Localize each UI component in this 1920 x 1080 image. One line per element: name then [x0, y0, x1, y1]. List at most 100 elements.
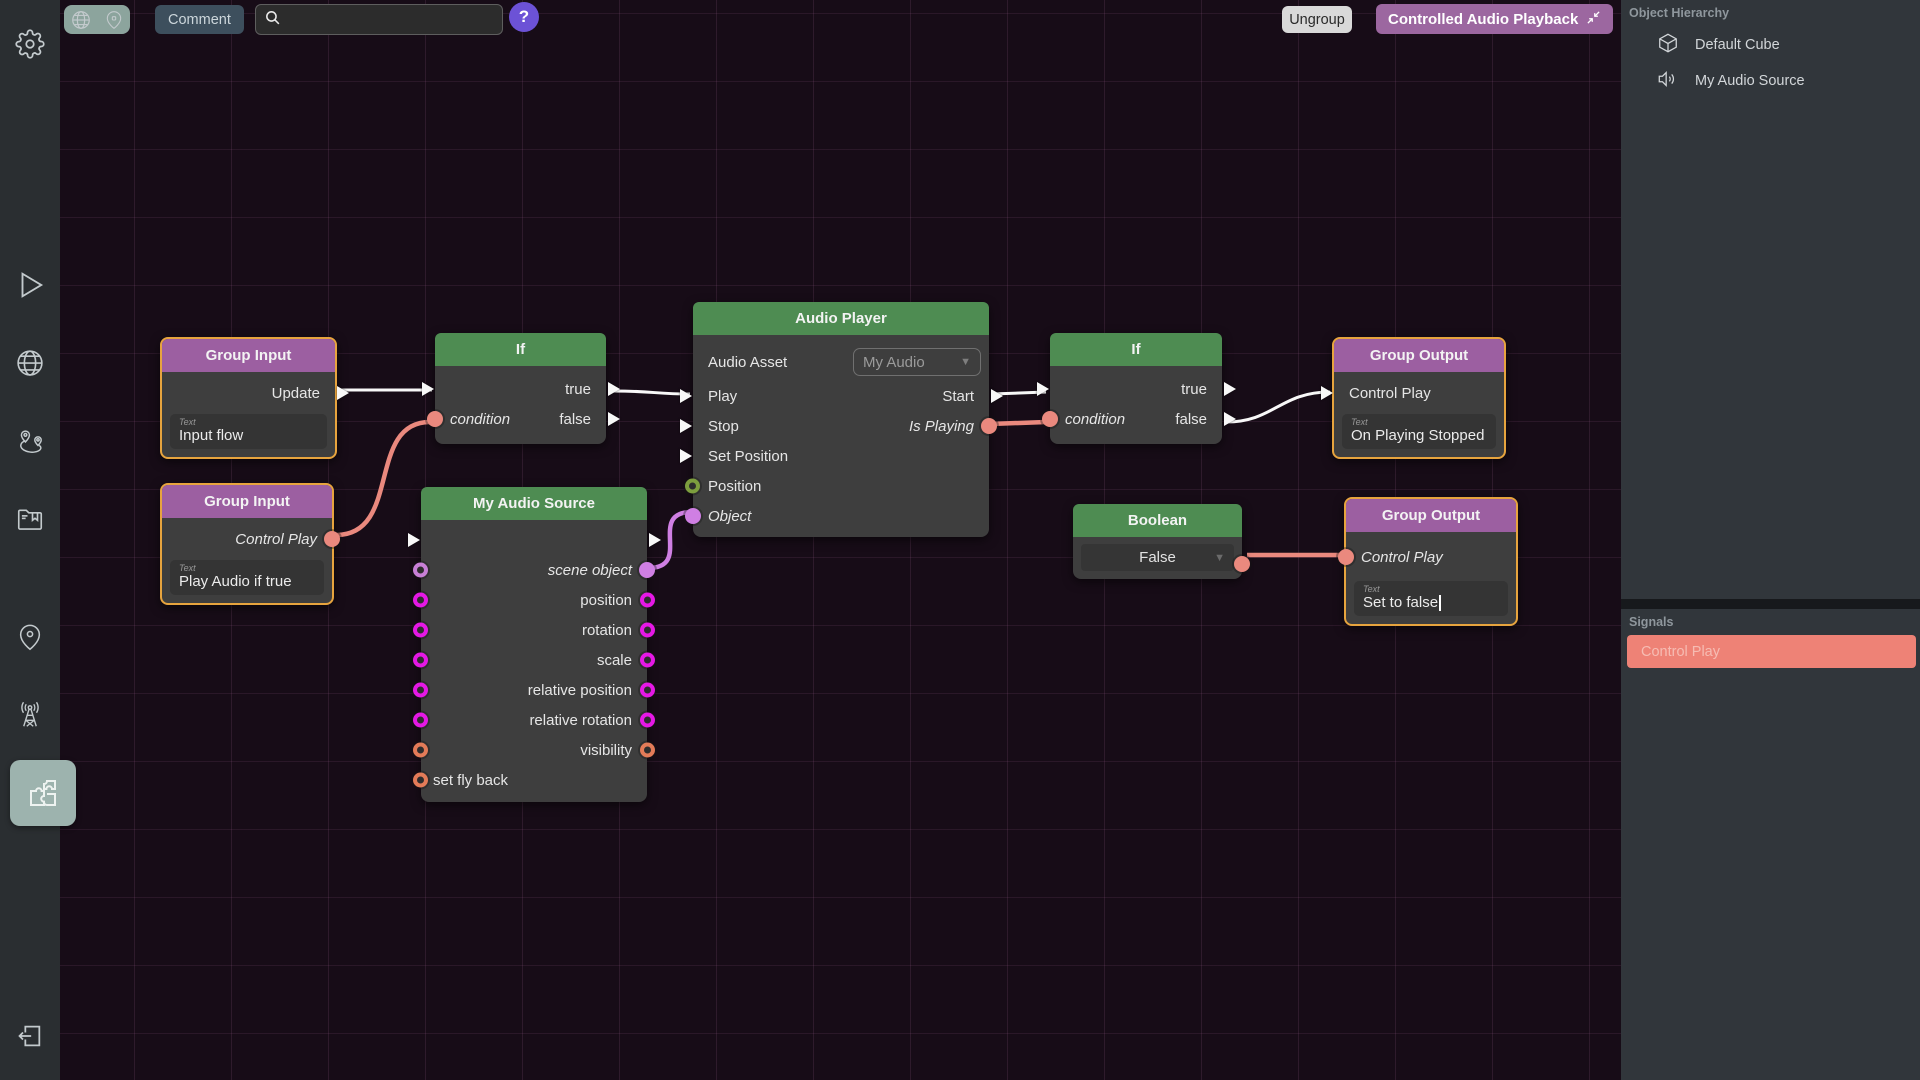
output-label: rotation [582, 622, 647, 639]
node-if-2[interactable]: If true condition false [1050, 333, 1222, 444]
field-value[interactable]: Set to false [1363, 594, 1438, 611]
true-output-port[interactable] [1224, 382, 1236, 396]
rotation-input-port[interactable] [413, 623, 428, 638]
field-label: Text [179, 563, 315, 573]
relative-rotation-output-port[interactable] [640, 713, 655, 728]
relative-position-output-port[interactable] [640, 683, 655, 698]
port-row-relative-rotation: relative rotation [421, 705, 647, 735]
boolean-output-port[interactable] [1234, 556, 1250, 572]
position-input-port[interactable] [413, 593, 428, 608]
text-field[interactable]: Text Play Audio if true [170, 560, 324, 595]
exec-input-port[interactable] [422, 382, 434, 396]
field-value[interactable]: Input flow [179, 427, 318, 444]
condition-input-port[interactable] [427, 411, 443, 427]
object-hierarchy-title: Object Hierarchy [1621, 0, 1920, 20]
visibility-input-port[interactable] [413, 743, 428, 758]
scene-object-input-port[interactable] [413, 563, 428, 578]
output-label: true [565, 381, 606, 398]
relative-rotation-input-port[interactable] [413, 713, 428, 728]
comment-button[interactable]: Comment [155, 5, 244, 34]
node-group-input-1[interactable]: Group Input Update Text Input flow [160, 337, 337, 459]
location-pin-icon[interactable] [104, 10, 124, 30]
node-audio-player[interactable]: Audio Player Audio Asset My Audio ▼ Play… [693, 302, 989, 537]
port-row-relative-position: relative position [421, 675, 647, 705]
exec-output-port[interactable] [337, 386, 349, 400]
boolean-value-dropdown[interactable]: False ▼ [1081, 544, 1234, 571]
play-input-port[interactable] [680, 389, 692, 403]
globe-icon[interactable] [70, 9, 92, 31]
field-value[interactable]: Play Audio if true [179, 573, 315, 590]
search-input[interactable] [287, 12, 494, 28]
panel-divider [1621, 599, 1920, 609]
node-group-input-2[interactable]: Group Input Control Play Text Play Audio… [160, 483, 334, 605]
signal-item-control-play[interactable]: Control Play [1627, 635, 1916, 668]
output-label: Start [942, 388, 989, 405]
signal-output-port[interactable] [324, 531, 340, 547]
group-name-button[interactable]: Controlled Audio Playback [1376, 4, 1613, 34]
exec-input-port[interactable] [1321, 386, 1333, 400]
view-mode-toggle[interactable] [64, 5, 130, 34]
hierarchy-item-default-cube[interactable]: Default Cube [1621, 28, 1920, 62]
node-header[interactable]: Group Output [1334, 339, 1504, 372]
location-pin-icon[interactable] [16, 623, 44, 651]
node-group-output-2[interactable]: Group Output Control Play Text Set to fa… [1344, 497, 1518, 626]
false-output-port[interactable] [608, 412, 620, 426]
points-of-interest-icon[interactable] [14, 426, 46, 458]
node-header[interactable]: Group Input [162, 485, 332, 518]
play-icon[interactable] [15, 270, 45, 300]
node-header[interactable]: Group Input [162, 339, 335, 372]
node-header[interactable]: My Audio Source [421, 487, 647, 520]
object-input-port[interactable] [685, 508, 701, 524]
puzzle-logic-button-active[interactable] [10, 760, 76, 826]
node-group-output-1[interactable]: Group Output Control Play Text On Playin… [1332, 337, 1506, 459]
port-row-position: position [421, 585, 647, 615]
condition-input-port[interactable] [1042, 411, 1058, 427]
false-output-port[interactable] [1224, 412, 1236, 426]
text-field[interactable]: Text On Playing Stopped [1342, 414, 1496, 449]
input-label: Object [693, 508, 751, 525]
ungroup-button[interactable]: Ungroup [1282, 6, 1352, 33]
scene-object-output-port[interactable] [639, 562, 655, 578]
start-output-port[interactable] [991, 389, 1003, 403]
folder-icon[interactable] [15, 504, 45, 534]
field-value[interactable]: On Playing Stopped [1351, 427, 1487, 444]
node-header[interactable]: Group Output [1346, 499, 1516, 532]
signal-input-port[interactable] [1338, 549, 1354, 565]
help-button[interactable]: ? [509, 2, 539, 32]
collapse-icon [1586, 10, 1601, 29]
settings-gear-icon[interactable] [15, 29, 45, 59]
exec-output-port[interactable] [649, 533, 661, 547]
audio-asset-dropdown[interactable]: My Audio ▼ [853, 348, 981, 376]
chevron-down-icon: ▼ [1214, 552, 1225, 564]
scale-output-port[interactable] [640, 653, 655, 668]
position-output-port[interactable] [640, 593, 655, 608]
exit-icon[interactable] [16, 1022, 44, 1050]
text-field[interactable]: Text Set to false [1354, 581, 1508, 616]
visibility-output-port[interactable] [640, 743, 655, 758]
globe-icon[interactable] [15, 348, 45, 378]
exec-input-port[interactable] [1037, 382, 1049, 396]
input-label: condition [435, 411, 510, 428]
position-input-port[interactable] [685, 479, 700, 494]
port-row-exec [421, 525, 647, 555]
node-my-audio-source[interactable]: My Audio Source scene object position ro… [421, 487, 647, 802]
is-playing-output-port[interactable] [981, 418, 997, 434]
antenna-icon[interactable] [15, 700, 45, 730]
text-field[interactable]: Text Input flow [170, 414, 327, 449]
search-box[interactable] [255, 4, 503, 35]
stop-input-port[interactable] [680, 419, 692, 433]
node-boolean[interactable]: Boolean False ▼ [1073, 504, 1242, 579]
relative-position-input-port[interactable] [413, 683, 428, 698]
node-header[interactable]: Audio Player [693, 302, 989, 335]
scale-input-port[interactable] [413, 653, 428, 668]
exec-input-port[interactable] [408, 533, 420, 547]
hierarchy-item-my-audio-source[interactable]: My Audio Source [1621, 64, 1920, 98]
true-output-port[interactable] [608, 382, 620, 396]
set-fly-back-input-port[interactable] [413, 773, 428, 788]
node-if-1[interactable]: If true condition false [435, 333, 606, 444]
node-header[interactable]: If [435, 333, 606, 366]
rotation-output-port[interactable] [640, 623, 655, 638]
node-header[interactable]: Boolean [1073, 504, 1242, 537]
set-position-input-port[interactable] [680, 449, 692, 463]
node-header[interactable]: If [1050, 333, 1222, 366]
